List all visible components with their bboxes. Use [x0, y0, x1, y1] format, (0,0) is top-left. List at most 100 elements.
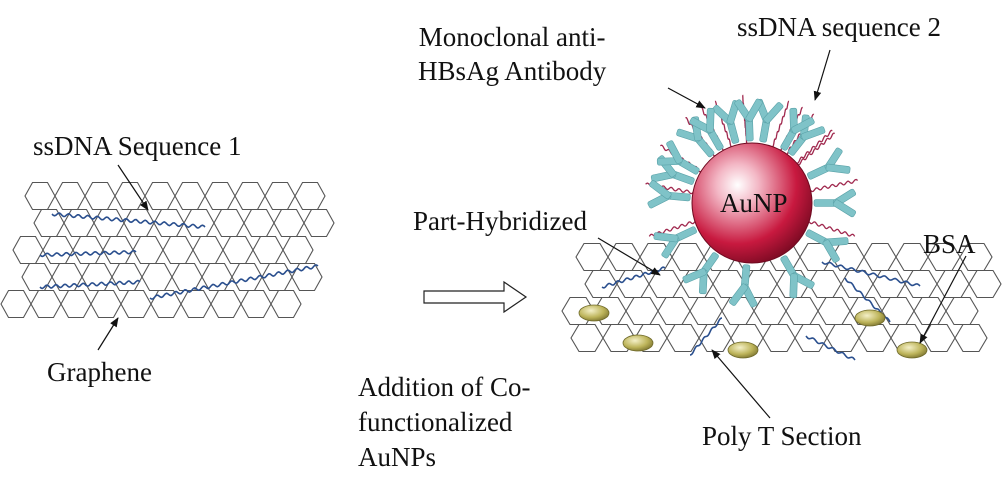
graphene-hexagon [150, 289, 182, 319]
graphene-hexagon [273, 208, 305, 238]
graphene-hexagon [666, 323, 700, 353]
graphene-hexagon [21, 262, 53, 292]
antibody-arm [800, 126, 826, 141]
label-addition: Addition of Co- functionalized AuNPs [358, 370, 531, 475]
label-monoclonal-antibody: Monoclonal anti- HBsAg Antibody [418, 20, 606, 88]
gold-nanoparticle-icon [691, 142, 813, 264]
antibody-icon [734, 98, 763, 142]
antibody-icon [653, 226, 697, 259]
ssdna-2-strand [772, 100, 790, 148]
graphene-hexagon [570, 323, 604, 353]
graphene-hexagon [968, 269, 1002, 299]
label-aunp: AuNP [720, 188, 788, 218]
antibody-arm [825, 163, 851, 174]
part-hybridized-pointer [597, 237, 661, 276]
graphene-hexagon [575, 242, 609, 272]
graphene-hexagon [120, 289, 152, 319]
ssdna-2-strand [808, 221, 856, 237]
ssdna-2-strand [797, 132, 836, 166]
antibody-icon [656, 140, 700, 175]
bsa-protein-icon [578, 304, 610, 322]
graphene-hexagon [144, 181, 176, 211]
ssdna-1-strand [149, 264, 319, 300]
ssdna-2-strand [810, 178, 858, 193]
antibody-icon [780, 255, 815, 299]
graphene-hexagon [132, 235, 164, 265]
graphene-hexagon [183, 208, 215, 238]
graphene-hexagon [270, 289, 302, 319]
graphene-hexagon [162, 235, 194, 265]
graphene-pointer [97, 317, 119, 351]
ssdna-1-pointer [117, 164, 149, 211]
graphene-hexagon [93, 208, 125, 238]
graphene-hexagon [174, 181, 206, 211]
antibody-stem [745, 118, 754, 142]
poly-t-pointer [711, 349, 771, 419]
bsa-protein-icon [896, 341, 928, 359]
graphene-hexagon [671, 242, 705, 272]
ssdna-1-strand [39, 279, 141, 290]
antibody-arm [729, 283, 749, 306]
bsa-protein-icon [854, 309, 886, 327]
graphene-hexagon [0, 289, 32, 319]
graphene-hexagon [24, 181, 56, 211]
antibody-arm [745, 98, 763, 123]
reaction-arrow-icon [423, 280, 528, 314]
antibody-stem [813, 199, 837, 207]
graphene-hexagon [12, 235, 44, 265]
label-bsa: BSA [923, 229, 976, 259]
graphene-hexagon [584, 269, 618, 299]
graphene-hexagon [222, 235, 254, 265]
antibody-arm [653, 232, 679, 243]
antibody-icon [813, 188, 857, 218]
ssdna-2-pointer [813, 49, 831, 101]
graphene-hexagon [858, 323, 892, 353]
graphene-hexagon [607, 242, 641, 272]
antibody-arm [682, 268, 707, 284]
graphene-hexagon [180, 289, 212, 319]
graphene-hexagon [817, 296, 851, 326]
antibody-icon [729, 264, 758, 308]
bsa-pointer [919, 255, 967, 344]
graphene-hexagon [210, 289, 242, 319]
graphene-hexagon [264, 181, 296, 211]
graphene-hexagon [141, 262, 173, 292]
antibody-arm [649, 180, 672, 200]
label-monoclonal-line-2: HBsAg Antibody [418, 56, 607, 86]
poly-t-strand [689, 317, 723, 356]
label-addition-line-2: functionalized [358, 407, 513, 437]
graphene-hexagon [252, 235, 284, 265]
graphene-hexagon [234, 181, 266, 211]
label-part-hybridized: Part-Hybridized [413, 206, 587, 236]
graphene-hexagon [303, 208, 335, 238]
antibody-arm [706, 107, 715, 133]
antibody-icon [647, 180, 691, 209]
graphene-hexagon [872, 269, 906, 299]
graphene-hexagon [785, 296, 819, 326]
bsa-protein-icon [727, 341, 759, 359]
antibody-icon [805, 229, 849, 263]
part-hybridized-strand [821, 261, 921, 287]
graphene-hexagon [90, 289, 122, 319]
antibody-pointer [667, 87, 706, 109]
graphene-hexagon [153, 208, 185, 238]
antibody-arm [832, 199, 857, 218]
label-ssdna-sequence-1: ssDNA Sequence 1 [33, 131, 242, 161]
graphene-hexagon [954, 323, 988, 353]
antibody-icon [807, 147, 851, 180]
antibody-group [647, 98, 857, 308]
graphene-hexagon [282, 235, 314, 265]
graphene-hexagon [959, 242, 993, 272]
graphene-hexagon [192, 235, 224, 265]
graphene-hexagon [616, 269, 650, 299]
ssdna-1-strand [51, 212, 206, 229]
graphene-hexagon [72, 235, 104, 265]
graphene-hexagon [240, 289, 272, 319]
graphene-hexagon [753, 296, 787, 326]
graphene-hexagon [881, 296, 915, 326]
label-addition-line-1: Addition of Co- [358, 372, 531, 402]
antibody-icon [780, 107, 815, 151]
graphene-hexagon [657, 296, 691, 326]
